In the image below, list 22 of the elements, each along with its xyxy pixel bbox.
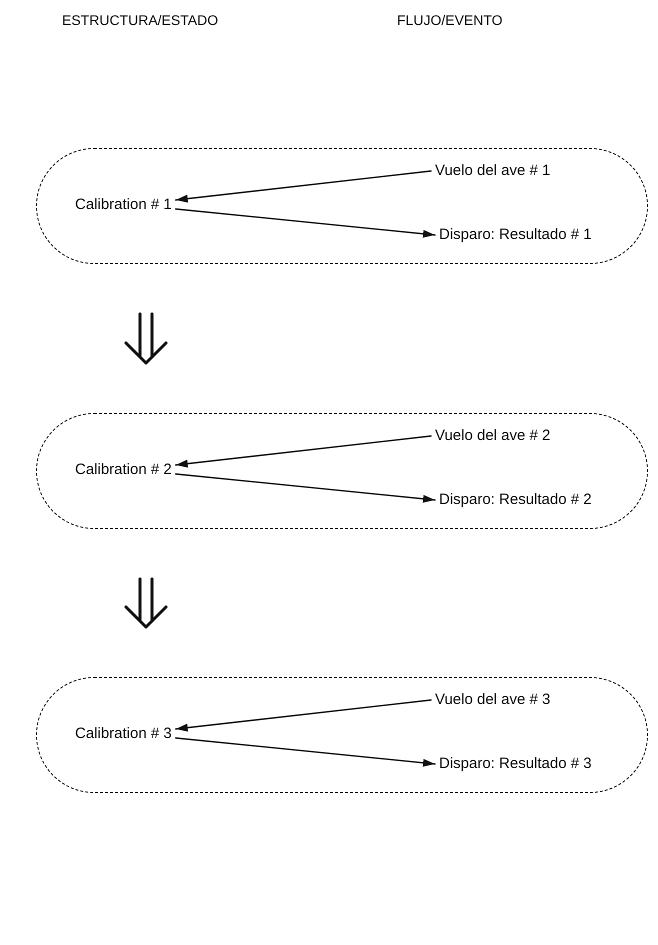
double-arrow (124, 312, 168, 364)
arrow (175, 699, 432, 732)
column-heading: ESTRUCTURA/ESTADO (62, 12, 218, 28)
state-label: Vuelo del ave # 2 (433, 426, 552, 446)
state-label: Disparo: Resultado # 1 (437, 225, 594, 245)
state-label: Disparo: Resultado # 3 (437, 754, 594, 774)
state-label: Vuelo del ave # 3 (433, 690, 552, 710)
arrow (175, 737, 436, 767)
state-label: Disparo: Resultado # 2 (437, 490, 594, 510)
state-label: Vuelo del ave # 1 (433, 161, 552, 181)
arrow (175, 435, 432, 468)
arrow (175, 473, 436, 503)
arrow (175, 170, 432, 203)
double-arrow (124, 578, 168, 628)
state-label: Calibration # 2 (73, 460, 174, 480)
dashed-rounded-box (36, 148, 648, 264)
arrow (175, 208, 436, 238)
dashed-rounded-box (36, 413, 648, 529)
state-label: Calibration # 1 (73, 195, 174, 215)
column-heading: FLUJO/EVENTO (397, 12, 503, 28)
state-label: Calibration # 3 (73, 724, 174, 744)
dashed-rounded-box (36, 677, 648, 793)
